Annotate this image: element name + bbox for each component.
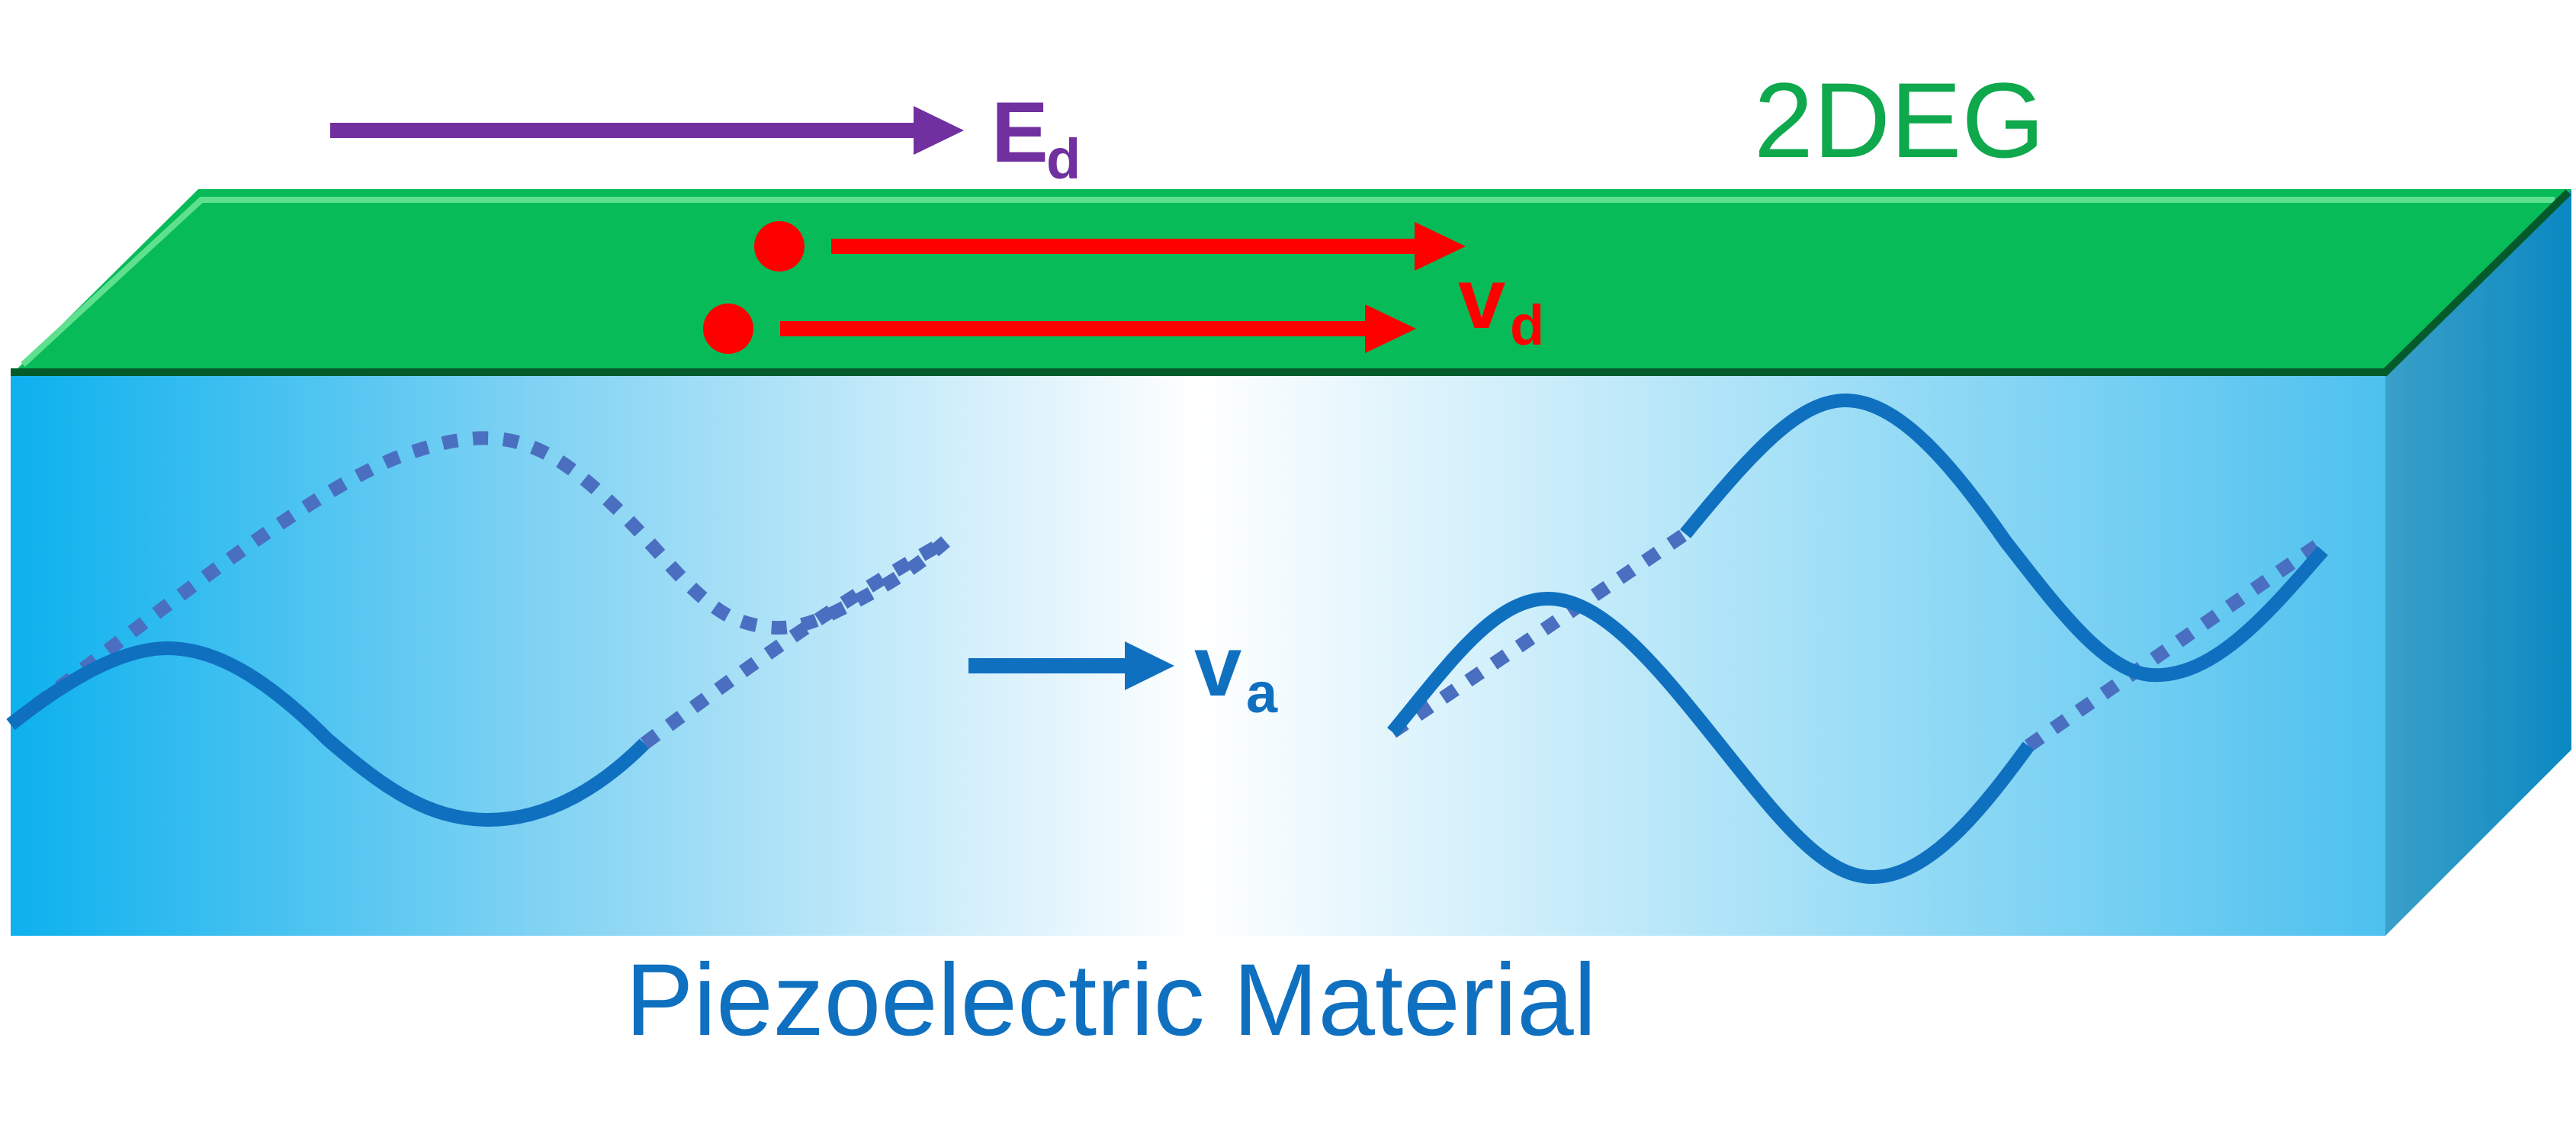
2deg-layer-shadow <box>11 189 2571 376</box>
substrate-front-face <box>11 375 2385 936</box>
acoustic-velocity-symbol: v <box>1194 619 1242 714</box>
electron <box>754 221 805 272</box>
drift-field-arrow-head <box>914 106 964 155</box>
2deg-label-text: 2DEG <box>1754 60 2045 180</box>
drift-velocity-symbol: v <box>1458 251 1506 346</box>
wave-left-dotted-tail <box>640 535 949 750</box>
electron-velocity-arrow-head <box>1415 222 1466 271</box>
substrate-side-face <box>2385 189 2571 936</box>
drift-velocity-subscript: d <box>1510 294 1545 357</box>
acoustic-velocity-subscript: a <box>1246 661 1278 725</box>
wave-left-solid <box>6 641 650 827</box>
drift-field-symbol: E <box>991 85 1049 180</box>
acoustic-velocity-label: v a <box>1194 624 1301 723</box>
electron-velocity-arrow-head <box>1365 304 1416 353</box>
wave-left-dotted <box>6 431 950 731</box>
drift-velocity-label: v d <box>1458 256 1565 355</box>
2deg-layer <box>11 189 2571 375</box>
acoustic-velocity-arrow-head <box>1125 641 1174 690</box>
2deg-label: 2DEG <box>1754 67 2044 174</box>
substrate-label-text: Piezoelectric Material <box>625 943 1597 1057</box>
wave-right-solid-upper <box>1680 393 2328 683</box>
electron <box>703 304 753 354</box>
2deg-layer-highlight <box>21 197 2555 367</box>
drift-field-label: E d <box>991 90 1098 189</box>
wave-right-solid-lower <box>1387 591 2035 885</box>
substrate-label: Piezoelectric Material <box>625 949 1596 1052</box>
drift-field-subscript: d <box>1046 127 1081 191</box>
